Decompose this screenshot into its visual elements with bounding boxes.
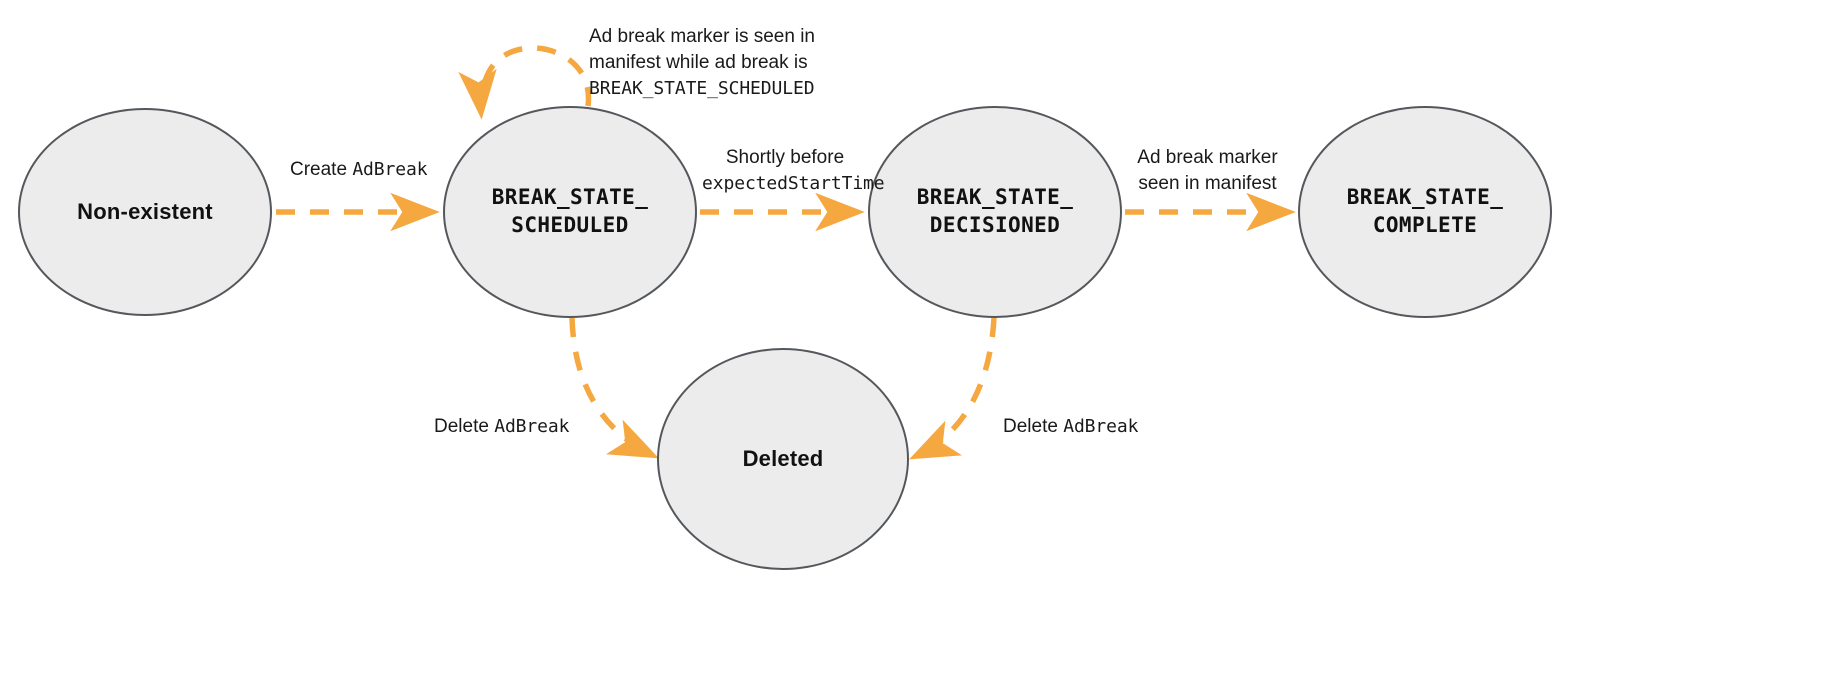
edge-self-loop-scheduled — [458, 45, 592, 120]
state-node-break-state-complete[interactable]: BREAK_STATE_ COMPLETE — [1298, 106, 1552, 318]
edge-decisioned-to-deleted — [909, 317, 997, 460]
state-node-break-state-scheduled[interactable]: BREAK_STATE_ SCHEDULED — [443, 106, 697, 318]
edge-label-self-loop-scheduled: Ad break marker is seen in manifest while… — [589, 24, 815, 103]
state-node-label: BREAK_STATE_ SCHEDULED — [492, 184, 649, 239]
edge-label-create-adbreak: Create AdBreak — [290, 157, 428, 183]
edge-label-line3-code: BREAK_STATE_SCHEDULED — [589, 78, 815, 100]
edge-scheduled-to-deleted — [569, 317, 659, 459]
edge-label-code: AdBreak — [352, 159, 428, 180]
edge-label-text: Delete — [1003, 416, 1064, 437]
state-node-label-line2: COMPLETE — [1372, 213, 1478, 237]
edge-label-scheduled-to-decisioned: Shortly before expectedStartTime — [702, 145, 885, 197]
state-node-label: BREAK_STATE_ COMPLETE — [1347, 184, 1504, 239]
state-node-label: Non-existent — [77, 199, 213, 225]
state-node-label-line2: SCHEDULED — [511, 213, 629, 237]
edge-label-code: AdBreak — [1063, 416, 1139, 437]
edge-label-line1: Shortly before — [725, 147, 845, 168]
edge-label-line2: seen in manifest — [1138, 173, 1277, 195]
state-node-break-state-decisioned[interactable]: BREAK_STATE_ DECISIONED — [868, 106, 1122, 318]
state-node-deleted[interactable]: Deleted — [657, 348, 909, 570]
edge-label-decisioned-to-complete: Ad break marker seen in manifest — [1124, 145, 1291, 197]
state-node-label-line1: BREAK_STATE_ — [491, 185, 649, 210]
edge-label-line2: manifest while ad break is — [589, 52, 808, 74]
edge-label-code: AdBreak — [494, 416, 570, 437]
state-node-non-existent[interactable]: Non-existent — [18, 108, 272, 316]
edge-label-line1: Ad break marker — [1137, 147, 1278, 168]
edge-label-text: Create — [290, 159, 353, 180]
edge-label-line2-code: expectedStartTime — [702, 173, 885, 195]
edge-label-line1: Ad break marker is seen in — [589, 26, 815, 47]
edge-label-scheduled-to-deleted: Delete AdBreak — [434, 414, 569, 440]
state-node-label-line1: BREAK_STATE_ — [1346, 185, 1504, 210]
state-node-label: BREAK_STATE_ DECISIONED — [917, 184, 1074, 239]
edge-label-text: Delete — [434, 416, 495, 437]
state-node-label: Deleted — [742, 446, 824, 472]
state-node-label-line2: DECISIONED — [929, 213, 1061, 237]
state-node-label-line1: BREAK_STATE_ — [916, 185, 1074, 210]
edge-label-decisioned-to-deleted: Delete AdBreak — [1003, 414, 1138, 440]
